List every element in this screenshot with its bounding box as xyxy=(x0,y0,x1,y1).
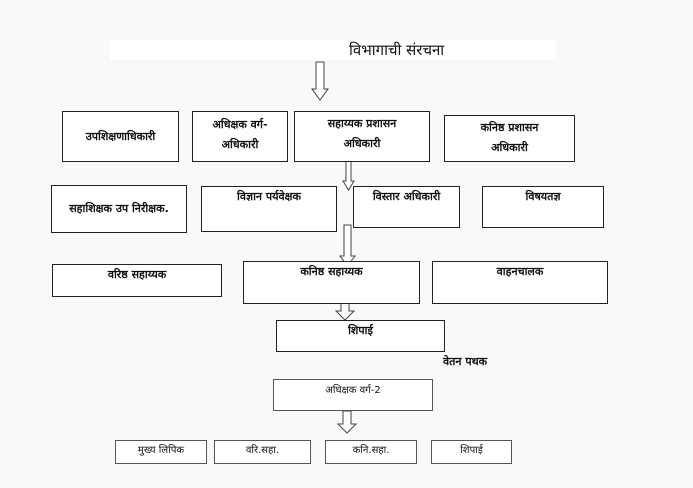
pay-unit-heading: वेतन पथक xyxy=(443,355,488,368)
box-teacher-sub-inspector: सहाशिक्षक उप निरीक्षक. xyxy=(51,185,187,233)
down-arrow-4 xyxy=(334,302,356,321)
box-label: उपशिक्षणाधिकारी xyxy=(85,130,156,143)
box-label-line2: अधिकारी xyxy=(343,137,381,150)
box-science-supervisor: विज्ञान पर्यवेक्षक xyxy=(201,186,337,232)
down-arrow-5 xyxy=(336,410,358,434)
box-label: कनि.सहा. xyxy=(352,445,390,456)
down-arrow-3 xyxy=(339,224,356,267)
box-senior-asst-short: वरि.सहा. xyxy=(214,440,311,464)
diagram-title: विभागाची संरचना xyxy=(349,41,445,59)
box-label: सहाशिक्षक उप निरीक्षक. xyxy=(69,202,169,215)
box-label-line1: कनिष्ठ प्रशासन xyxy=(480,121,539,134)
box-pay-peon: शिपाई xyxy=(431,440,512,464)
box-subject-expert: विषयतज्ञ xyxy=(482,186,604,228)
title-bar xyxy=(110,40,556,60)
box-driver: वाहनचालक xyxy=(432,261,608,304)
box-label-line2: अधिकारी xyxy=(221,138,259,151)
box-label: विषयतज्ञ xyxy=(525,190,561,203)
box-extension-officer: विस्तार अधिकारी xyxy=(353,186,460,228)
box-junior-assistant: कनिष्ठ सहाय्यक xyxy=(243,261,420,304)
box-label: अधिक्षक वर्ग-2 xyxy=(325,385,381,396)
box-head-clerk: मुख्य लिपिक xyxy=(115,440,207,464)
box-label: शिपाई xyxy=(460,445,483,456)
box-pay-superintendent: अधिक्षक वर्ग-2 xyxy=(273,379,433,411)
box-deputy-education-officer: उपशिक्षणाधिकारी xyxy=(62,111,179,162)
box-label: वाहनचालक xyxy=(496,265,544,278)
box-label: वरि.सहा. xyxy=(245,445,280,456)
box-peon: शिपाई xyxy=(276,320,445,352)
down-arrow-2 xyxy=(342,159,355,191)
box-label: विज्ञान पर्यवेक्षक xyxy=(237,190,301,203)
box-label: मुख्य लिपिक xyxy=(137,445,185,456)
box-junior-asst-short: कनि.सहा. xyxy=(325,440,417,464)
box-junior-admin-officer: कनिष्ठ प्रशासन अधिकारी xyxy=(444,115,575,162)
box-superintendent-officer: अधिक्षक वर्ग- अधिकारी xyxy=(192,111,288,162)
box-label-line2: अधिकारी xyxy=(491,141,528,154)
box-label-line1: सहाय्यक प्रशासन xyxy=(327,117,397,130)
box-label: शिपाई xyxy=(348,324,373,337)
box-senior-assistant: वरिष्ठ सहाय्यक xyxy=(52,264,222,297)
box-label: कनिष्ठ सहाय्यक xyxy=(300,265,363,278)
box-label-line1: अधिक्षक वर्ग- xyxy=(212,118,268,131)
down-arrow-1 xyxy=(311,61,329,101)
box-assistant-admin-officer: सहाय्यक प्रशासन अधिकारी xyxy=(294,111,430,162)
box-label: विस्तार अधिकारी xyxy=(372,190,441,203)
box-label: वरिष्ठ सहाय्यक xyxy=(107,268,167,281)
